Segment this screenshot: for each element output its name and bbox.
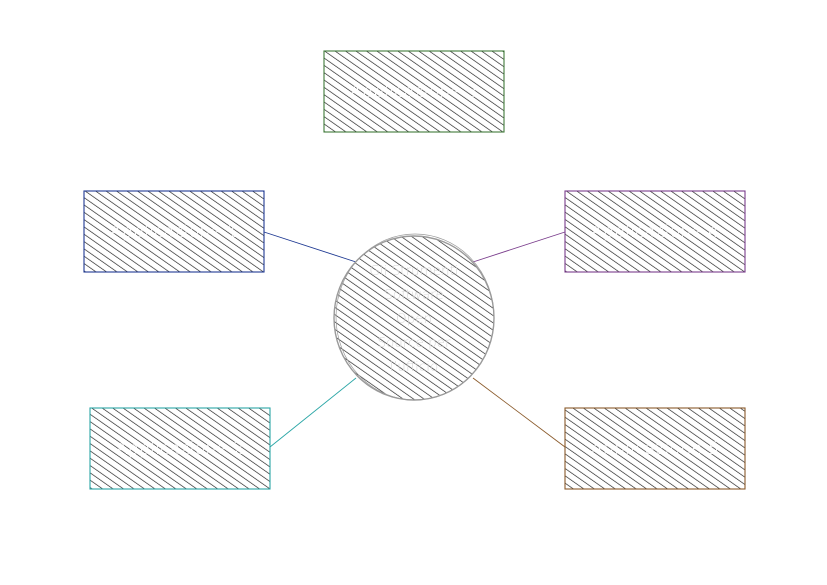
node-app3-label: Applicazione 3 [350,82,478,102]
node-app5-fill [565,408,745,489]
node-app4-label: Applicazione 4 [591,222,719,242]
hub-label-line-2: Software [384,287,444,303]
node-app4-fill [565,191,745,272]
node-app2-label: Applicazione 2 [116,439,244,459]
node-app2[interactable]: Applicazione 2 [89,407,271,490]
hub-label-line-3: Open [396,311,432,327]
connectors [263,231,566,448]
node-app5-outline [564,407,746,490]
node-app1-label: Applicazione 1 [110,222,238,242]
hub-label-line-4: Source per [377,335,451,351]
hub-fill [334,236,494,400]
connector-app2 [269,377,357,448]
connector-app5 [472,377,566,448]
hub-outline-sketch [335,233,495,401]
node-app4[interactable]: Applicazione 4 [564,190,746,273]
node-app3-fill [324,51,504,132]
connector-app4 [472,231,566,263]
node-app3[interactable]: Applicazione 3 [323,50,505,133]
hub-label-line-5: l'ufficio [390,359,439,375]
node-app3-outline [323,50,505,133]
node-app5-label: Applicazione 5 [591,439,719,459]
hub-node[interactable]: Gli Strumenti Software Open Source per l… [333,233,495,401]
node-app2-fill [90,408,270,489]
node-app2-outline [89,407,271,490]
node-app1[interactable]: Applicazione 1 [83,190,265,273]
connector-app1 [263,231,357,263]
node-app1-outline [83,190,265,273]
node-app4-outline [564,190,746,273]
node-app5[interactable]: Applicazione 5 [564,407,746,490]
hub-label-line-1: Gli Strumenti [369,263,458,279]
node-app1-fill [84,191,264,272]
